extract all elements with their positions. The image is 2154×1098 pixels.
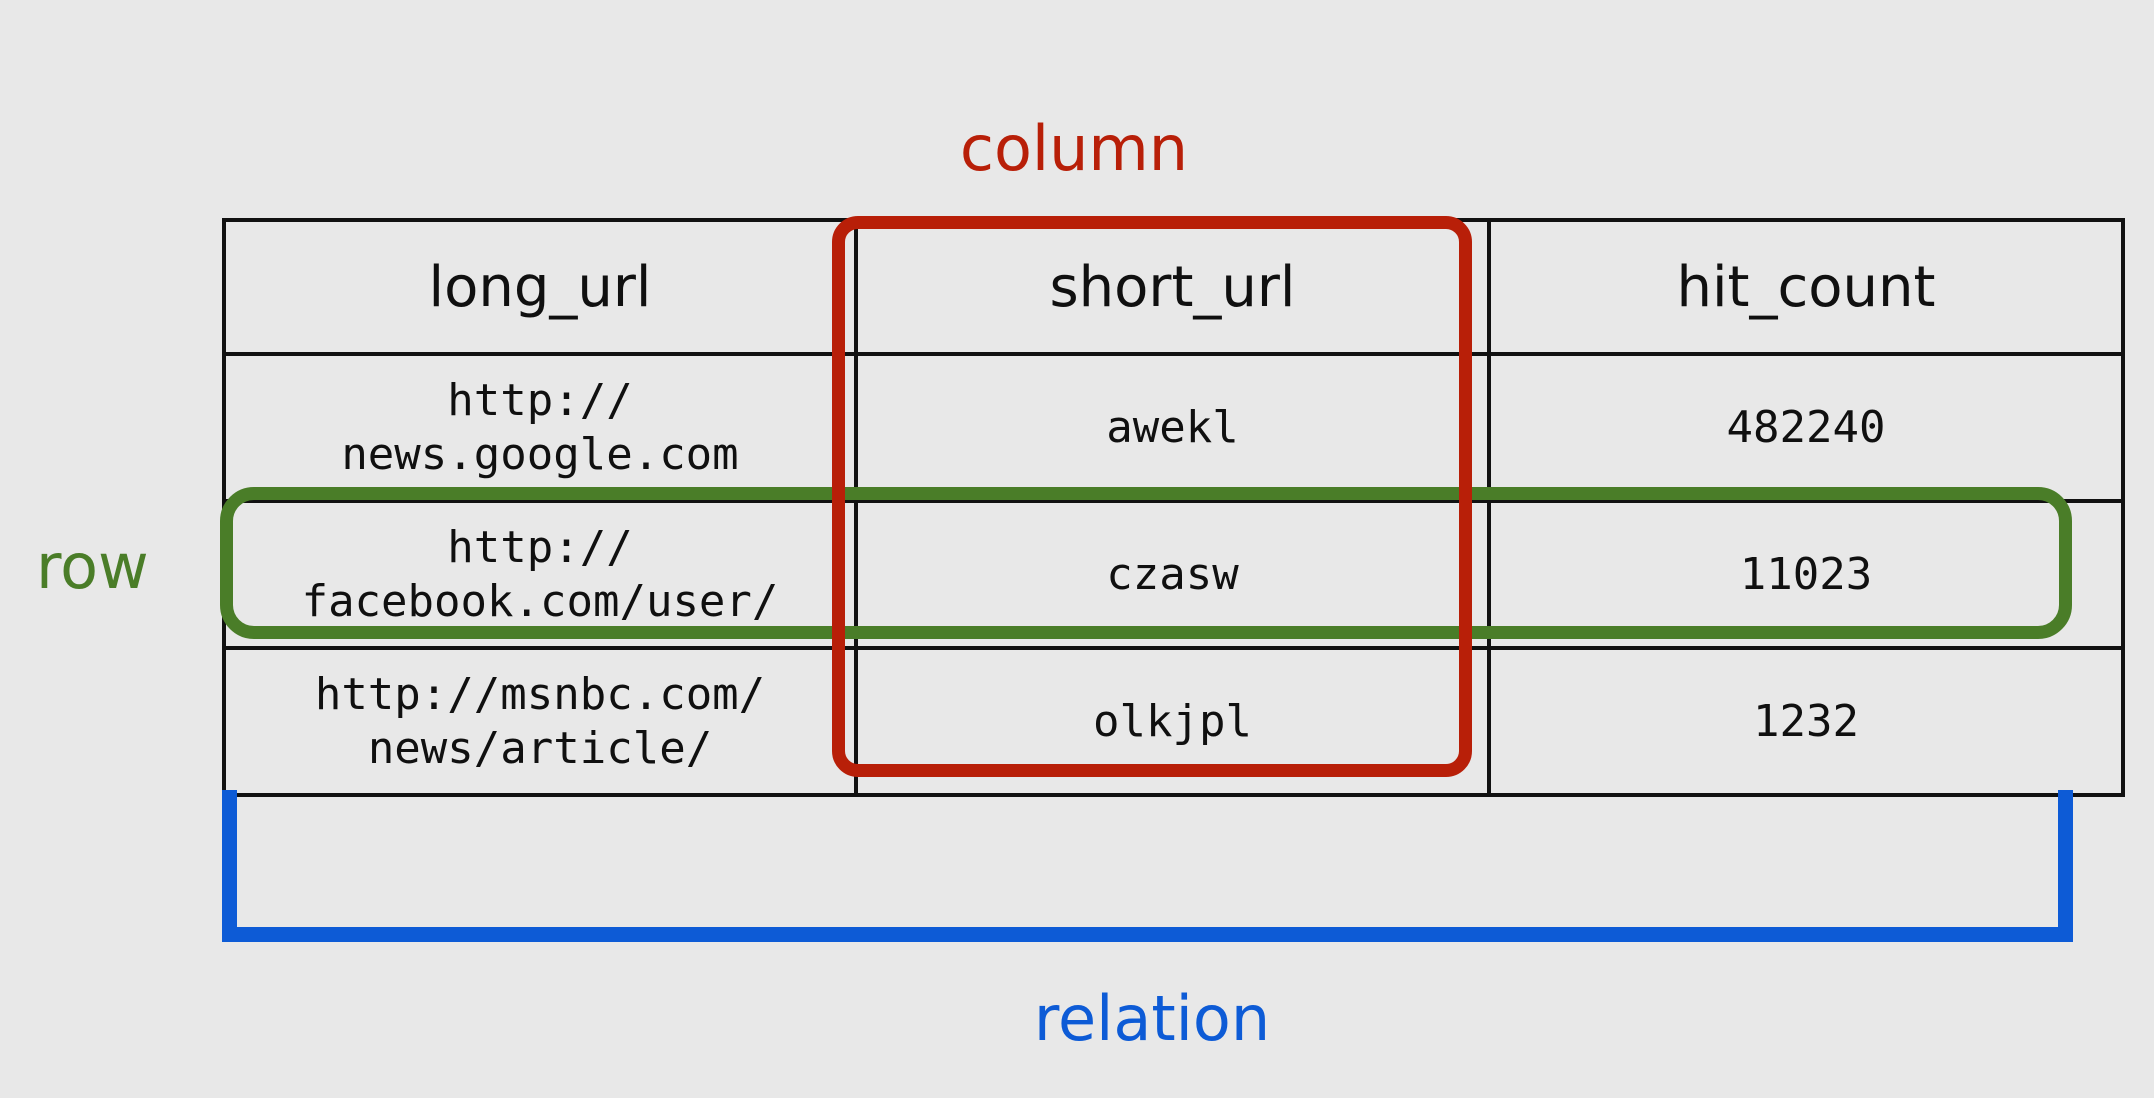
cell-hit-count: 11023 bbox=[1487, 499, 2125, 650]
cell-long-url-line2: news/article/ bbox=[367, 722, 713, 774]
table-header-row: long_url short_url hit_count bbox=[222, 218, 2125, 356]
table-row: http:// facebook.com/user/ czasw 11023 bbox=[222, 499, 2125, 650]
cell-short-url: czasw bbox=[854, 499, 1491, 650]
cell-long-url: http:// facebook.com/user/ bbox=[222, 499, 858, 650]
cell-short-url: olkjpl bbox=[854, 646, 1491, 797]
cell-long-url-line2: news.google.com bbox=[341, 428, 739, 480]
relation-table-wrapper: long_url short_url hit_count http:// new… bbox=[222, 218, 2125, 797]
table-header: long_url short_url hit_count bbox=[222, 218, 2125, 356]
annotation-label-relation: relation bbox=[1033, 982, 1271, 1055]
annotation-label-row: row bbox=[36, 530, 149, 603]
cell-short-url: awekl bbox=[854, 352, 1491, 503]
relation-bracket bbox=[222, 790, 2073, 942]
cell-long-url: http:// news.google.com bbox=[222, 352, 858, 503]
cell-long-url-line2: facebook.com/user/ bbox=[301, 575, 779, 627]
column-header-hit-count: hit_count bbox=[1487, 218, 2125, 356]
column-header-long-url: long_url bbox=[222, 218, 858, 356]
relation-table: long_url short_url hit_count http:// new… bbox=[222, 218, 2125, 797]
table-row: http:// news.google.com awekl 482240 bbox=[222, 352, 2125, 503]
cell-hit-count: 482240 bbox=[1487, 352, 2125, 503]
cell-long-url-line1: http://msnbc.com/ bbox=[314, 668, 766, 720]
table-row: http://msnbc.com/ news/article/ olkjpl 1… bbox=[222, 646, 2125, 797]
cell-long-url-line1: http:// bbox=[447, 521, 633, 573]
annotation-label-column: column bbox=[959, 112, 1189, 185]
table-body: http:// news.google.com awekl 482240 htt… bbox=[222, 352, 2125, 797]
cell-long-url-line1: http:// bbox=[447, 374, 633, 426]
column-header-short-url: short_url bbox=[854, 218, 1491, 356]
cell-long-url: http://msnbc.com/ news/article/ bbox=[222, 646, 858, 797]
cell-hit-count: 1232 bbox=[1487, 646, 2125, 797]
